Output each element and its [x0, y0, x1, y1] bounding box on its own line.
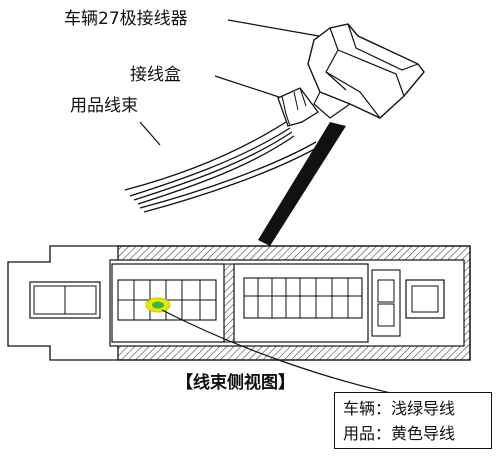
harness-label: 用品线束: [70, 96, 138, 116]
connector-side-view: [7, 245, 471, 361]
connector-leader-line: [227, 19, 331, 39]
side-view-caption: 【线束侧视图】: [176, 372, 295, 393]
connector-label: 车辆27极接线器: [64, 9, 188, 29]
wire-harness: [124, 121, 321, 213]
legend-vehicle-wire: 车辆：浅绿导线: [343, 399, 456, 418]
highlight-pin-green: [152, 301, 164, 309]
junction-box-label: 接线盒: [130, 65, 181, 85]
pin-leader-line: [161, 309, 401, 396]
junction-box-shape: [277, 87, 319, 127]
view-pointer-wedge: [258, 122, 346, 246]
wire-color-legend: 车辆：浅绿导线 用品：黄色导线: [334, 392, 492, 449]
legend-accessory-wire: 用品：黄色导线: [343, 424, 456, 443]
junction-box-leader-line: [214, 75, 283, 99]
harness-leader-line: [139, 121, 161, 146]
connector-27pin-shape: [307, 23, 425, 119]
